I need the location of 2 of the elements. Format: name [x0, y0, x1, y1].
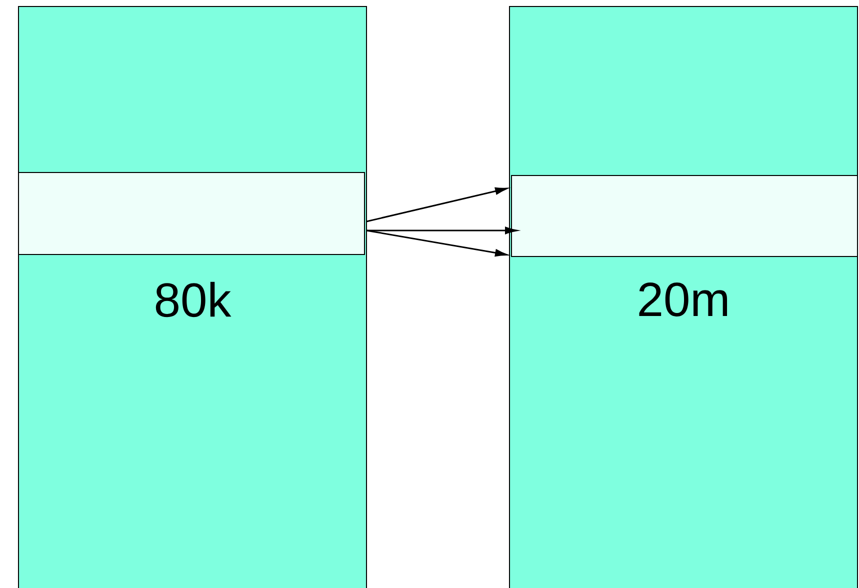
- band-box: [511, 175, 858, 257]
- band-box: [18, 172, 365, 255]
